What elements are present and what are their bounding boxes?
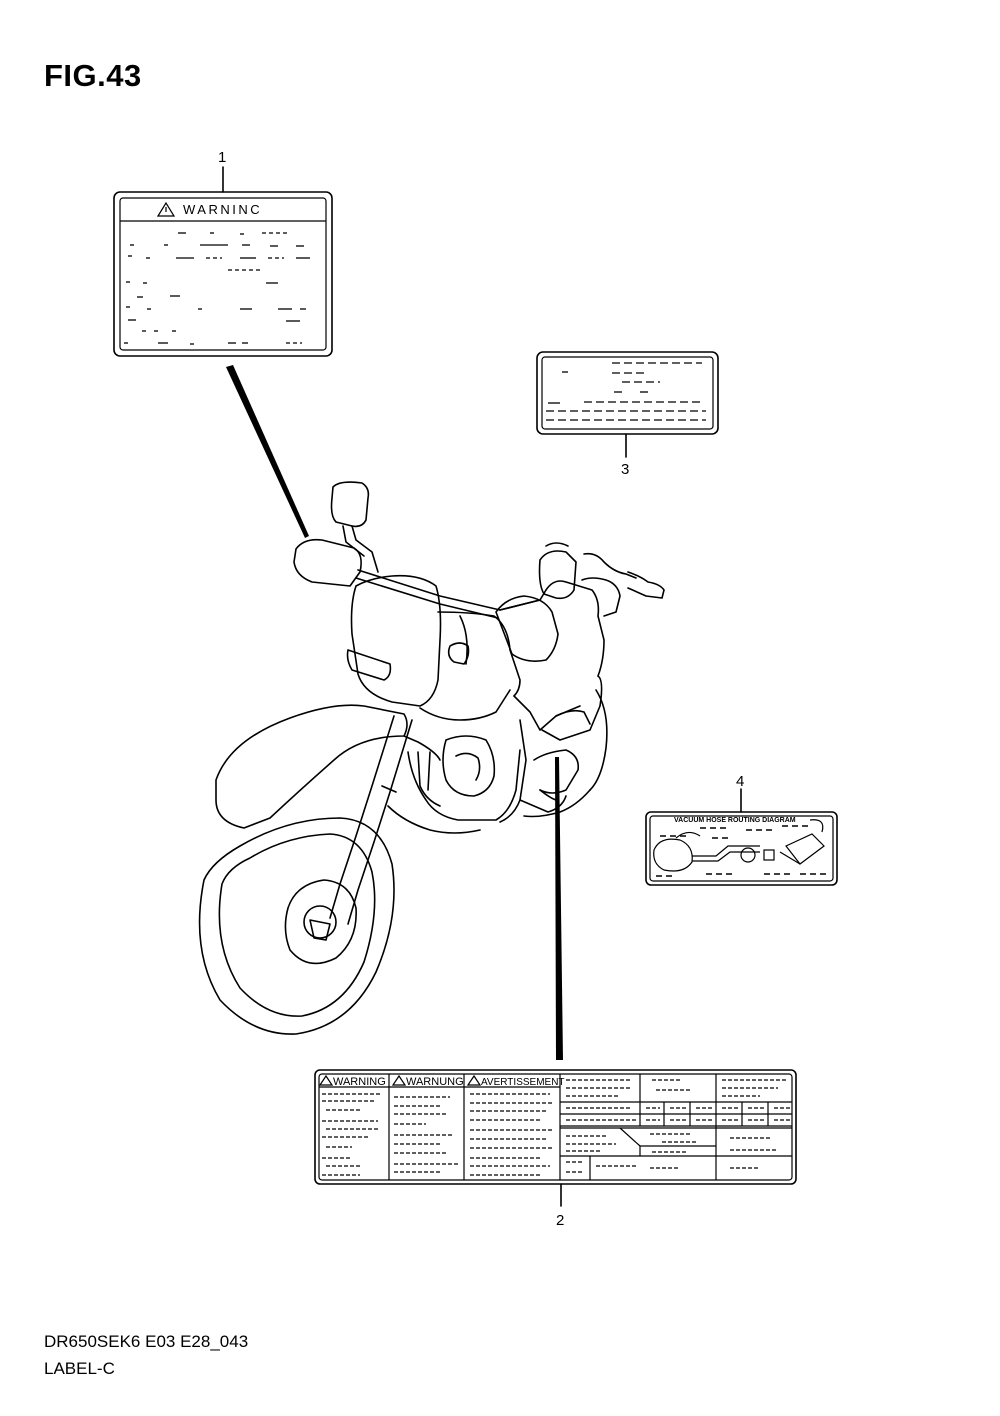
warning-label-1-text [124,232,310,345]
warning-label-2-heading-de: WARNUNG [406,1076,464,1088]
warning-label-2[interactable]: WARNING WARNUNG AVERTISSEMENT [314,1069,797,1185]
vacuum-hose-label[interactable]: VACUUM HOSE ROUTING DIAGRAM [645,811,838,886]
motorcycle-illustration [198,481,665,1035]
warning-label-1[interactable]: WARNINC [113,191,333,357]
warning-label-2-heading-en: WARNING [333,1076,386,1088]
leader-arrow-1 [226,365,309,538]
figure-title: FIG.43 [44,58,142,93]
label-3-text [546,362,706,421]
figure-code: DR650SEK6 E03 E28_043 [44,1332,249,1351]
warning-label-2-table [560,1074,792,1180]
callout-2: 2 [556,1212,564,1229]
warning-label-2-text [322,1093,554,1176]
vacuum-hose-routing-illustration [653,819,828,877]
vacuum-hose-label-heading: VACUUM HOSE ROUTING DIAGRAM [674,817,796,824]
warning-triangle-icon [156,201,176,217]
warning-label-2-heading-fr: AVERTISSEMENT [481,1077,565,1088]
callout-1: 1 [218,149,226,166]
warning-triangle-icon [318,1074,482,1086]
label-3[interactable] [536,351,719,435]
figure-name: LABEL-C [44,1359,115,1378]
callout-4: 4 [736,773,744,790]
warning-label-2-table-text [566,1079,790,1173]
leader-arrow-2 [555,757,563,1060]
warning-label-1-heading: WARNINC [183,202,262,217]
callout-3: 3 [621,461,629,478]
